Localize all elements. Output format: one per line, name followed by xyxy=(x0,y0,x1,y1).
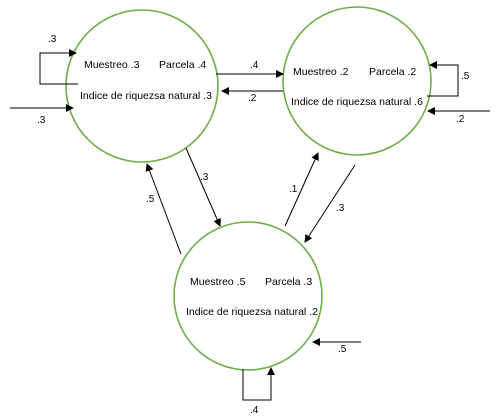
edge-n2-to-n1-label: .2 xyxy=(248,93,257,104)
edge-n2-incoming-label: .2 xyxy=(456,114,465,125)
edge-n1-self-label: .3 xyxy=(48,34,57,45)
node-3-indice: Indice de riquezsa natural .2 xyxy=(186,306,318,318)
edge-n2-to-n3 xyxy=(304,164,356,243)
edge-n1-to-n2-label: .4 xyxy=(250,60,259,71)
node-3-muestreo: Muestreo .5 xyxy=(190,276,246,288)
state-node-3: Muestreo .5 Parcela .3 Indice de riquezs… xyxy=(173,221,323,371)
node-2-muestreo: Muestreo .2 xyxy=(293,66,349,78)
edge-n3-to-n1-label: .5 xyxy=(146,194,155,205)
edge-n2-self-loop xyxy=(427,61,459,97)
node-3-parcela: Parcela .3 xyxy=(265,276,312,288)
node-2-indice: Indice de riquezsa natural .6 xyxy=(291,96,423,108)
state-node-3-circle xyxy=(173,221,323,371)
edge-n3-to-n2 xyxy=(284,152,319,227)
edge-n3-to-n1 xyxy=(145,163,182,255)
node-2-parcela: Parcela .2 xyxy=(369,66,416,78)
state-node-2-circle xyxy=(282,6,432,156)
node-1-muestreo: Muestreo .3 xyxy=(84,59,140,71)
edge-n2-self-label: .5 xyxy=(461,71,470,82)
node-1-indice: Indice de riquezsa natural .3 xyxy=(80,90,212,102)
state-node-1: Muestreo .3 Parcela .4 Indice de riquezs… xyxy=(65,9,219,163)
edge-n1-to-n3-label: .3 xyxy=(200,172,209,183)
edge-n1-to-n3 xyxy=(185,147,221,227)
edge-n1-incoming-label: .3 xyxy=(37,115,46,126)
node-1-parcela: Parcela .4 xyxy=(159,59,206,71)
edge-n3-self-label: .4 xyxy=(250,405,259,416)
edge-n3-incoming-label: .5 xyxy=(338,344,347,355)
edge-n2-to-n3-label: .3 xyxy=(336,203,345,214)
edge-n3-self-loop xyxy=(242,367,275,401)
edge-n1-self-loop xyxy=(39,49,78,85)
edge-n3-to-n2-label: .1 xyxy=(289,184,298,195)
state-node-1-circle xyxy=(65,9,219,163)
state-node-2: Muestreo .2 Parcela .2 Indice de riquezs… xyxy=(282,6,432,156)
